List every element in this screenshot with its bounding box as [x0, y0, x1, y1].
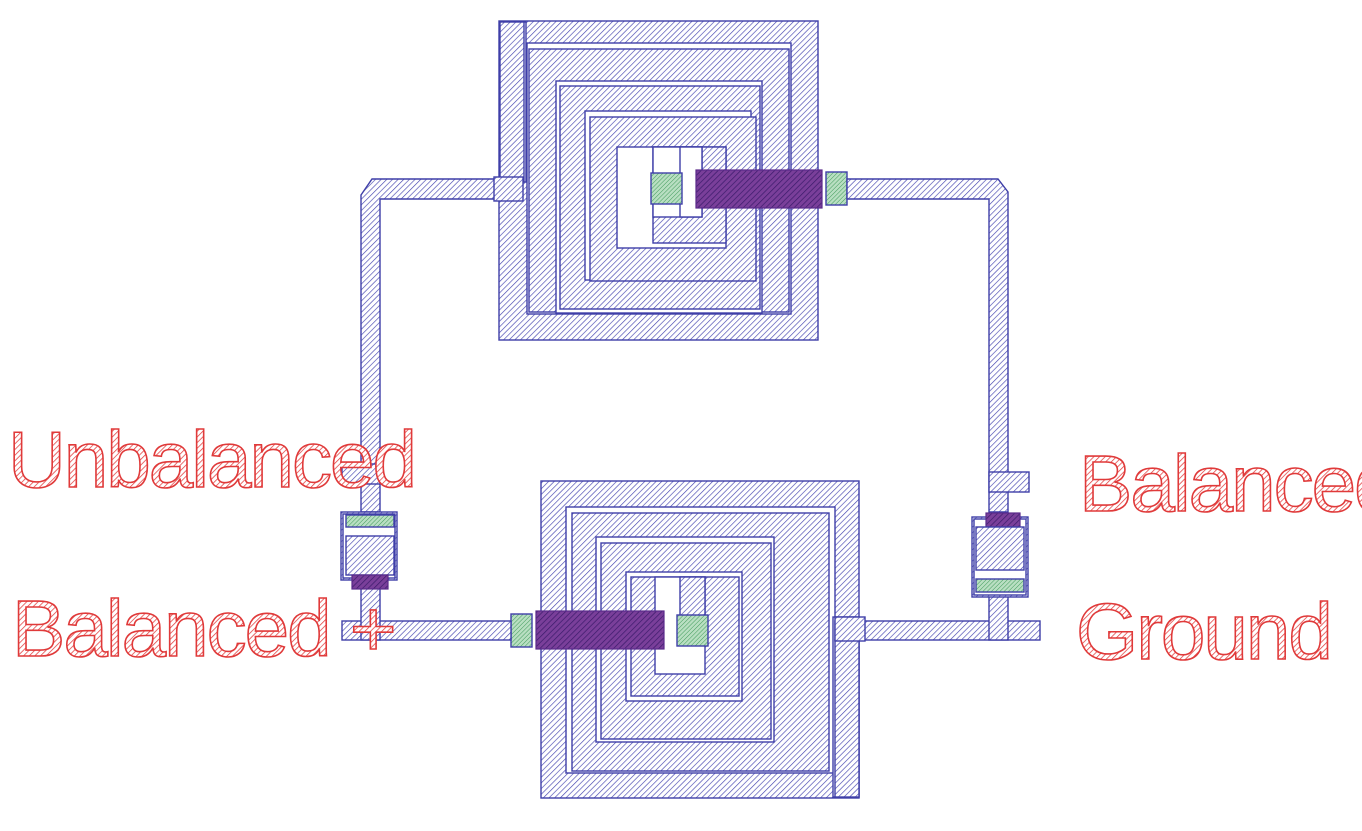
balanced-minus-port-label: Balanced -	[1079, 439, 1362, 528]
ground-port-label: Ground	[1076, 587, 1331, 676]
top-spiral-inductor	[498, 20, 848, 341]
top-underpass	[695, 169, 823, 209]
right-capacitor	[971, 471, 1030, 598]
bottom-spiral-inductor	[510, 480, 860, 799]
unbalanced-port-label: Unbalanced	[8, 415, 415, 504]
bottom-left-via	[510, 613, 533, 648]
balanced-plus-port-label: Balanced +	[12, 584, 395, 673]
top-center-via	[650, 172, 683, 205]
bottom-center-via	[676, 614, 709, 647]
left-capacitor	[340, 463, 398, 590]
top-right-via	[825, 171, 848, 206]
bottom-underpass	[535, 610, 665, 650]
